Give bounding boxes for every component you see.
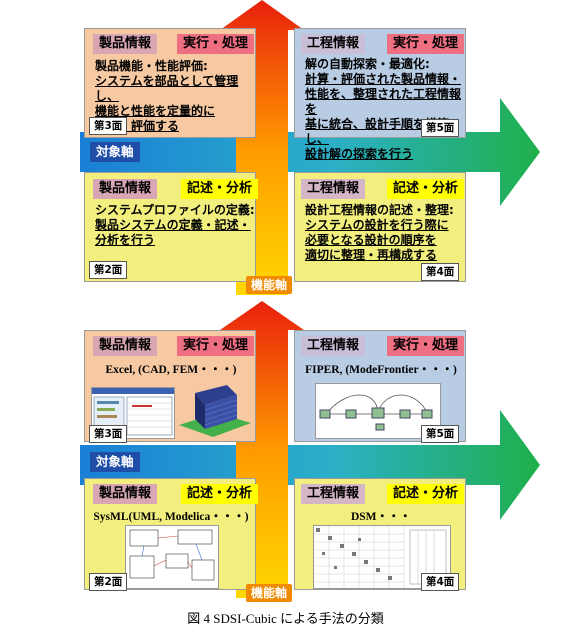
category-tag: 製品情報 xyxy=(93,34,158,54)
function-axis-label-bottom: 機能軸 xyxy=(246,584,293,602)
fem-model-image xyxy=(177,385,253,439)
tool-label: Excel, (CAD, FEM・・・) xyxy=(105,364,237,376)
object-axis-arrow-bottom xyxy=(80,410,540,520)
mode-tag: 実行・処理 xyxy=(387,34,465,54)
category-tag: 工程情報 xyxy=(301,484,366,504)
face-label: 第4面 xyxy=(421,263,460,281)
mode-tag: 実行・処理 xyxy=(177,336,255,356)
panel-process-describe-bottom: 工程情報 記述・分析 DSM・・・ xyxy=(294,478,466,591)
object-axis-arrow-top xyxy=(80,98,540,206)
sysml-diagram-image xyxy=(125,525,219,589)
face-label: 第2面 xyxy=(89,573,128,591)
panel-process-execute-top: 工程情報 実行・処理 解の自動探索・最適化: 計算・評価された製品情報・ 性能を… xyxy=(294,28,466,161)
panel-product-execute-top: 製品情報 実行・処理 製品機能・性能評価: システムを部品として管理し、 機能と… xyxy=(84,28,256,138)
mode-tag: 記述・分析 xyxy=(181,484,259,504)
function-axis-label-top: 機能軸 xyxy=(246,276,293,294)
panel-product-describe-bottom: 製品情報 記述・分析 SysML(UML, Modelica・・・) 第2面 xyxy=(84,478,259,591)
mode-tag: 記述・分析 xyxy=(387,484,465,504)
category-tag: 製品情報 xyxy=(93,179,158,199)
object-axis-label-top: 対象軸 xyxy=(90,142,140,162)
panel-process-execute-bottom: 工程情報 実行・処理 FIPER, (ModeFrontier・・・) 第5面 xyxy=(294,330,466,443)
panel-product-execute-bottom: 製品情報 実行・処理 Excel, (CAD, FEM・・・) xyxy=(84,330,256,443)
face-label: 第5面 xyxy=(421,119,460,137)
category-tag: 製品情報 xyxy=(93,484,158,504)
mode-tag: 記述・分析 xyxy=(181,179,259,199)
description: 解の自動探索・最適化: 計算・評価された製品情報・ 性能を、整理された工程情報を… xyxy=(305,57,462,161)
category-tag: 工程情報 xyxy=(301,179,366,199)
category-tag: 工程情報 xyxy=(301,34,366,54)
face-label: 第3面 xyxy=(89,117,128,135)
figure-caption: 図 4 SDSI-Cubic による手法の分類 xyxy=(187,611,384,626)
panel-product-describe-top: 製品情報 記述・分析 システムプロファイルの定義: 製品システムの定義・記述・ … xyxy=(84,172,259,282)
fiper-workflow-image xyxy=(315,383,441,439)
mode-tag: 実行・処理 xyxy=(177,34,255,54)
tool-label: SysML(UML, Modelica・・・) xyxy=(93,511,249,523)
mode-tag: 記述・分析 xyxy=(387,179,465,199)
category-tag: 工程情報 xyxy=(301,336,366,356)
face-label: 第2面 xyxy=(89,261,128,279)
face-label: 第5面 xyxy=(421,425,460,443)
tool-label: DSM・・・ xyxy=(350,511,412,523)
category-tag: 製品情報 xyxy=(93,336,158,356)
description: システムプロファイルの定義: 製品システムの定義・記述・ 分析を行う xyxy=(95,203,255,247)
tool-label: FIPER, (ModeFrontier・・・) xyxy=(305,364,457,376)
panel-process-describe-top: 工程情報 記述・分析 設計工程情報の記述・整理: システムの設計を行う際に 必要… xyxy=(294,172,466,282)
face-label: 第4面 xyxy=(421,573,460,591)
object-axis-label-bottom: 対象軸 xyxy=(90,452,140,472)
face-label: 第3面 xyxy=(89,425,128,443)
mode-tag: 実行・処理 xyxy=(387,336,465,356)
description: 設計工程情報の記述・整理: システムの設計を行う際に 必要となる設計の順序を 適… xyxy=(305,203,454,262)
